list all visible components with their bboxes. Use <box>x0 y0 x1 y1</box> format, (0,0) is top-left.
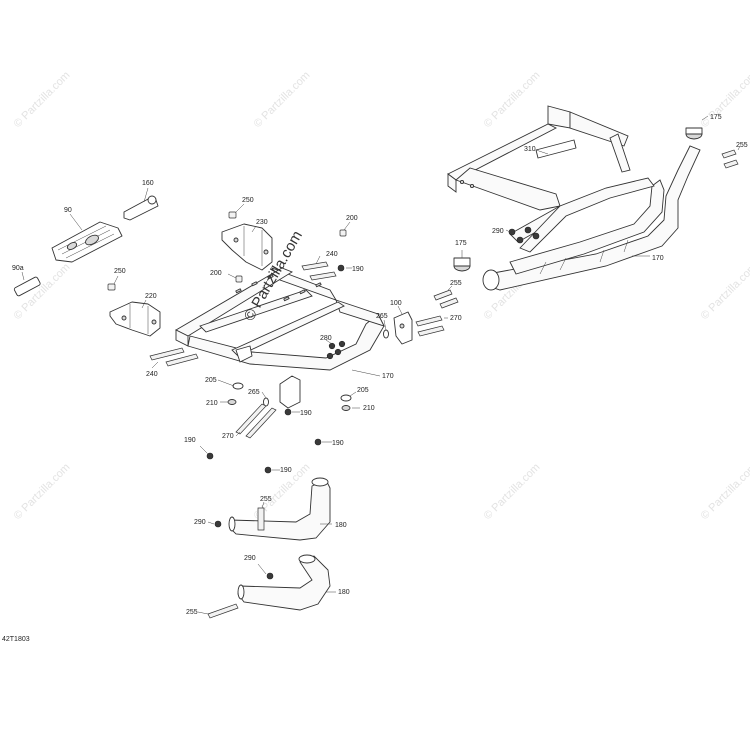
frame-slots <box>235 274 322 302</box>
callout-210: 210 <box>206 400 218 407</box>
foot-peg-upper <box>207 477 332 541</box>
watermark: © Partzilla.com <box>699 261 750 322</box>
callout-200: 200 <box>346 215 358 222</box>
watermark: © Partzilla.com <box>482 461 543 522</box>
callout-200: 200 <box>210 270 222 277</box>
callout-250: 250 <box>114 268 126 275</box>
callout-230: 230 <box>256 219 268 226</box>
callout-175: 175 <box>455 240 467 247</box>
watermark: © Partzilla.com <box>12 69 73 130</box>
frame-hardware <box>149 255 448 474</box>
callout-265: 265 <box>248 389 260 396</box>
callout-180: 180 <box>335 522 347 529</box>
callout-290: 290 <box>492 228 504 235</box>
front-frame <box>175 267 413 409</box>
callout-255: 255 <box>736 142 748 149</box>
callout-270: 270 <box>450 315 462 322</box>
watermark: © Partzilla.com <box>699 461 750 522</box>
callout-90: 90 <box>64 207 72 214</box>
watermark: © Partzilla.com <box>482 69 543 130</box>
callout-100: 100 <box>390 300 402 307</box>
callout-255: 255 <box>260 496 272 503</box>
callout-220: 220 <box>145 293 157 300</box>
diagram-reference: 42T1803 <box>2 636 30 643</box>
callout-265: 265 <box>376 313 388 320</box>
foot-peg-lower <box>197 554 336 619</box>
bracket-220 <box>107 275 161 337</box>
callout-180: 180 <box>338 589 350 596</box>
callout-190: 190 <box>280 467 292 474</box>
watermark: © Partzilla.com <box>699 69 750 130</box>
callout-270: 270 <box>222 433 234 440</box>
watermark: © Partzilla.com <box>252 69 313 130</box>
callout-280: 280 <box>320 335 332 342</box>
callout-255: 255 <box>186 609 198 616</box>
callout-240: 240 <box>146 371 158 378</box>
tool-kit <box>13 187 159 297</box>
callout-250: 250 <box>242 197 254 204</box>
callout-290: 290 <box>244 555 256 562</box>
bumper-170 <box>482 145 701 291</box>
callout-210: 210 <box>363 405 375 412</box>
callout-255: 255 <box>450 280 462 287</box>
bracket-230 <box>221 203 351 283</box>
callout-205: 205 <box>205 377 217 384</box>
callout-170: 170 <box>382 373 394 380</box>
callout-labels: 90a 90 160 250 230 200 250 200 220 240 1… <box>12 114 748 616</box>
callout-190: 190 <box>352 266 364 273</box>
callout-190: 190 <box>184 437 196 444</box>
callout-160: 160 <box>142 180 154 187</box>
callout-90a: 90a <box>12 265 24 272</box>
watermark: © Partzilla.com <box>12 461 73 522</box>
rear-hardware <box>433 115 741 309</box>
rear-frame-310 <box>447 105 631 243</box>
callout-205: 205 <box>357 387 369 394</box>
callout-190: 190 <box>300 410 312 417</box>
callout-170: 170 <box>652 255 664 262</box>
callout-175: 175 <box>710 114 722 121</box>
callout-190: 190 <box>332 440 344 447</box>
watermark-grid: © Partzilla.com © Partzilla.com © Partzi… <box>12 69 750 522</box>
callout-240: 240 <box>326 251 338 258</box>
callout-310: 310 <box>524 146 536 153</box>
callout-290: 290 <box>194 519 206 526</box>
